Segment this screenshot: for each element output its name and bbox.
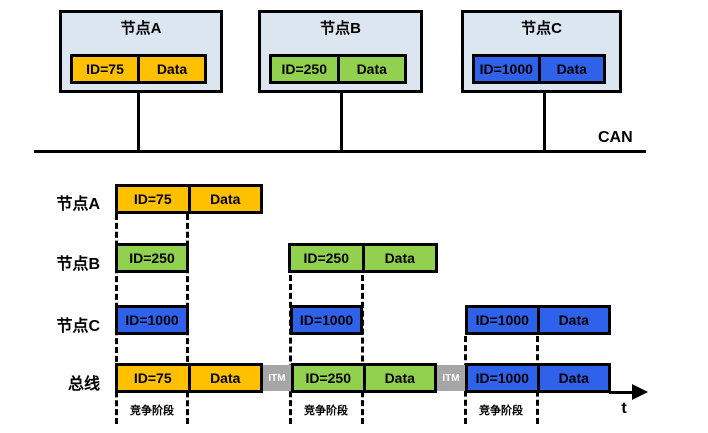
frame-id-cell: ID=1000: [468, 366, 537, 390]
phase-label-2: 竞争阶段: [304, 405, 348, 417]
frame-node-b-attempt-2: ID=250 Data: [288, 243, 438, 273]
node-c-title: 节点C: [521, 20, 562, 37]
phase-label-1: 竞争阶段: [130, 405, 174, 417]
frame-bus-msg-b: ID=250 Data: [291, 363, 437, 393]
node-a-id-cell: ID=75: [73, 57, 137, 81]
phase-label-3: 竞争阶段: [479, 405, 523, 417]
frame-node-c-attempt-1: ID=1000: [115, 305, 189, 335]
itm-gap-2: ITM: [437, 365, 465, 391]
time-axis-label: t: [621, 400, 627, 417]
node-box-a: 节点A ID=75 Data: [59, 10, 223, 93]
frame-id-cell: ID=1000: [293, 308, 360, 332]
can-bus-line: [34, 150, 646, 153]
node-box-b: 节点B ID=250 Data: [258, 10, 423, 93]
frame-bus-msg-c: ID=1000 Data: [465, 363, 611, 393]
frame-node-c-attempt-2: ID=1000: [290, 305, 363, 335]
can-bus-label: CAN: [598, 129, 633, 146]
node-box-c: 节点C ID=1000 Data: [461, 10, 622, 93]
node-c-connector-line: [543, 93, 546, 151]
frame-data-cell: Data: [536, 366, 608, 390]
row-label-node-c: 节点C: [56, 318, 100, 335]
frame-id-cell: ID=75: [118, 187, 188, 211]
frame-bus-msg-a: ID=75 Data: [115, 363, 263, 393]
node-a-frame: ID=75 Data: [70, 54, 207, 84]
frame-node-a-attempt-1: ID=75 Data: [115, 184, 263, 214]
frame-data-cell: Data: [187, 187, 260, 211]
row-label-node-b: 节点B: [56, 256, 100, 273]
node-b-frame: ID=250 Data: [269, 54, 407, 84]
node-a-title: 节点A: [120, 20, 162, 37]
itm-gap-1: ITM: [263, 365, 291, 391]
node-b-id-cell: ID=250: [272, 57, 337, 81]
node-a-connector-line: [137, 93, 140, 151]
node-b-connector-line: [340, 93, 343, 151]
node-c-frame: ID=1000 Data: [472, 54, 606, 84]
frame-id-cell: ID=250: [118, 246, 186, 270]
time-axis-arrow-icon: [632, 384, 648, 400]
frame-node-b-attempt-1: ID=250: [115, 243, 189, 273]
node-a-data-cell: Data: [137, 57, 204, 81]
frame-id-cell: ID=250: [294, 366, 363, 390]
frame-id-cell: ID=1000: [468, 308, 537, 332]
frame-node-c-attempt-3: ID=1000 Data: [465, 305, 611, 335]
node-b-data-cell: Data: [336, 57, 404, 81]
node-b-title: 节点B: [320, 20, 361, 37]
frame-id-cell: ID=250: [291, 246, 362, 270]
time-axis-line: [609, 391, 635, 394]
frame-id-cell: ID=1000: [118, 308, 186, 332]
frame-data-cell: Data: [536, 308, 608, 332]
dashed-guide-4: [361, 275, 364, 424]
row-label-bus: 总线: [67, 376, 100, 393]
frame-data-cell: Data: [361, 246, 435, 270]
dashed-guide-3: [289, 275, 292, 424]
node-c-data-cell: Data: [537, 57, 603, 81]
frame-id-cell: ID=75: [118, 366, 188, 390]
row-label-node-a: 节点A: [56, 196, 100, 213]
node-c-id-cell: ID=1000: [475, 57, 538, 81]
frame-data-cell: Data: [187, 366, 260, 390]
frame-data-cell: Data: [362, 366, 434, 390]
